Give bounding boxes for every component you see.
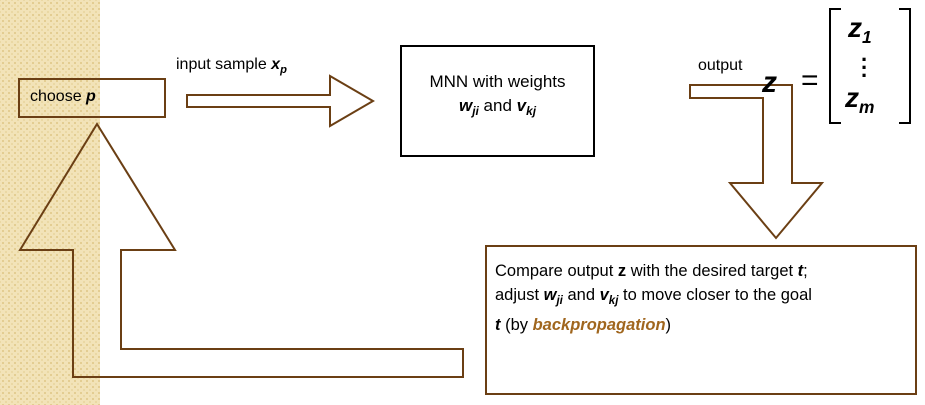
z-vector-lhs: z [762, 66, 777, 99]
compare-w: w [543, 286, 557, 304]
feedback-arrow [18, 122, 464, 378]
compare-line-3: t (by backpropagation) [495, 313, 907, 337]
choose-var: p [86, 88, 96, 105]
choose-label: choose [30, 88, 87, 105]
compare-adjust-box: Compare output z with the desired target… [485, 245, 917, 395]
compare-text: Compare output [495, 262, 618, 280]
mnn-and: and [478, 96, 517, 115]
compare-text: to move closer to the goal [618, 286, 812, 304]
matrix-top-entry: z1 [848, 12, 872, 48]
compare-text: (by [500, 316, 533, 335]
compare-line-1: Compare output z with the desired target… [495, 259, 907, 283]
matrix-right-bracket [899, 8, 911, 124]
compare-t: t [495, 316, 501, 335]
mnn-w-sub: ji [472, 104, 479, 119]
compare-w-sub: ji [556, 295, 563, 308]
input-arrow [186, 74, 375, 128]
input-text: input sample [176, 56, 272, 73]
compare-t: t [797, 262, 804, 280]
mnn-v-sub: kj [526, 104, 537, 119]
matrix-left-bracket [829, 8, 841, 124]
compare-text: adjust [495, 286, 544, 304]
matrix-top-sub: 1 [862, 27, 872, 48]
mnn-box: MNN with weights wji and vkj [400, 45, 595, 157]
output-arrow [689, 84, 825, 240]
mnn-w: w [458, 96, 473, 115]
mnn-v: v [516, 96, 527, 115]
compare-text: and [562, 286, 600, 304]
compare-text: with the desired target [626, 262, 798, 280]
choose-p-box: choose p [18, 78, 166, 118]
dot: . [861, 57, 868, 82]
compare-v-sub: kj [608, 295, 619, 308]
matrix-vdots: ... [861, 41, 868, 82]
matrix-bottom-entry: zm [845, 82, 874, 118]
dot: . [861, 41, 868, 66]
mnn-weights: wji and vkj [402, 94, 593, 123]
input-sub: p [280, 63, 287, 76]
dot: . [861, 49, 868, 74]
compare-line-2: adjust wji and vkj to move closer to the… [495, 283, 907, 313]
input-sample-label: input sample xp [176, 56, 287, 76]
matrix-bottom-sub: m [859, 97, 875, 118]
equals-sign: = [801, 64, 819, 97]
matrix-bottom-var: z [845, 82, 859, 113]
compare-text: ; [803, 262, 808, 280]
compare-z: z [617, 262, 627, 280]
mnn-title: MNN with weights [429, 72, 566, 91]
output-label: output [698, 57, 743, 74]
backpropagation-term: backpropagation [532, 316, 666, 335]
compare-text: ) [665, 316, 672, 335]
matrix-top-var: z [848, 12, 862, 43]
input-var: x [271, 56, 281, 73]
compare-v: v [599, 286, 609, 304]
